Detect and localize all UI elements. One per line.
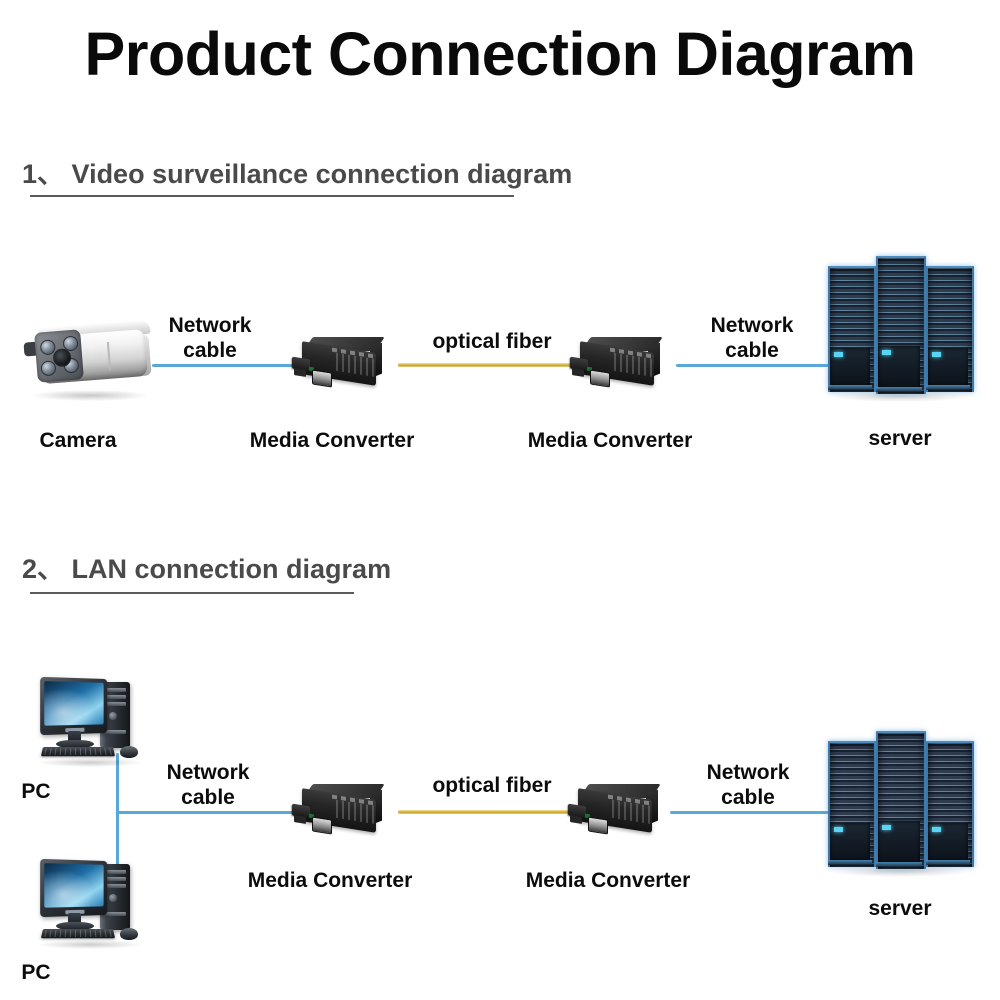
label-network-cable-right-row1: Network cable bbox=[672, 313, 832, 363]
sc-fiber-port-lower bbox=[572, 368, 584, 377]
label-line-2: cable bbox=[181, 786, 235, 809]
server-rack-icon-row2 bbox=[826, 727, 974, 877]
pc-monitor bbox=[40, 858, 108, 918]
pc-drive-bay bbox=[104, 870, 126, 874]
media-converter-icon-row1-right bbox=[570, 334, 670, 396]
server-rack-right-base bbox=[926, 385, 970, 390]
label-line-1: Network bbox=[706, 761, 790, 784]
rj45-port-icon bbox=[590, 369, 610, 388]
server-rack-left-base bbox=[828, 860, 872, 865]
pc-keyboard-icon bbox=[40, 929, 116, 939]
pc-shadow bbox=[38, 940, 142, 949]
pc-shadow bbox=[38, 758, 142, 767]
pc-keyboard-keys bbox=[44, 748, 112, 755]
pc-drive-bay bbox=[104, 688, 126, 692]
server-rack-right-led-icon bbox=[932, 827, 941, 832]
server-rack-middle-led-icon bbox=[882, 350, 891, 355]
link-network-cable-right-row2 bbox=[670, 811, 830, 814]
label-optical-fiber-row2: optical fiber bbox=[432, 774, 552, 797]
sc-fiber-port-lower bbox=[570, 815, 582, 824]
section-2-heading-text: LAN connection diagram bbox=[71, 554, 392, 584]
pc-drive-bay bbox=[104, 702, 126, 706]
pc-monitor-base bbox=[56, 740, 94, 748]
pc-screen bbox=[44, 863, 104, 908]
link-network-cable-left-row1 bbox=[152, 364, 300, 367]
server-rack-icon-row1 bbox=[826, 252, 974, 402]
label-line-1: Network bbox=[710, 314, 794, 337]
section-1-number: 1、 bbox=[22, 159, 65, 189]
section-2-number: 2、 bbox=[22, 554, 65, 584]
sc-fiber-port-lower bbox=[294, 815, 306, 824]
pc-screen bbox=[44, 681, 104, 726]
sc-fiber-port-lower bbox=[294, 368, 306, 377]
server-rack-left-led-icon bbox=[834, 352, 843, 357]
section-1-heading: 1、 Video surveillance connection diagram bbox=[22, 152, 572, 191]
label-line-2: cable bbox=[183, 339, 237, 362]
server-shadow bbox=[828, 390, 972, 402]
label-pc-bottom: PC bbox=[21, 961, 51, 984]
media-converter-icon-row1-left bbox=[292, 334, 392, 396]
server-shadow bbox=[828, 865, 972, 877]
server-rack-right-led-icon bbox=[932, 352, 941, 357]
server-rack-left-led-icon bbox=[834, 827, 843, 832]
server-rack-right-base bbox=[926, 860, 970, 865]
link-network-cable-right-row1 bbox=[676, 364, 832, 367]
camera-shadow bbox=[32, 390, 148, 401]
label-media-converter-row1-left: Media Converter bbox=[249, 429, 415, 452]
media-converter-icon-row2-right bbox=[568, 781, 668, 843]
pc-monitor bbox=[40, 676, 108, 736]
label-server-row2: server bbox=[868, 897, 932, 920]
section-2-heading: 2、 LAN connection diagram bbox=[22, 547, 391, 586]
section-1-underline bbox=[30, 195, 514, 197]
section-1-heading-text: Video surveillance connection diagram bbox=[71, 159, 573, 189]
cctv-bullet-camera-icon bbox=[12, 318, 160, 404]
pc-front-port bbox=[104, 730, 126, 734]
rj45-port-icon bbox=[312, 369, 332, 388]
pc-drive-bay bbox=[104, 695, 126, 699]
camera-front-face bbox=[34, 329, 84, 383]
server-rack-middle-led-icon bbox=[882, 825, 891, 830]
label-line-2: cable bbox=[725, 339, 779, 362]
pc-drive-bay bbox=[104, 884, 126, 888]
label-line-1: Network bbox=[168, 314, 252, 337]
link-network-cable-left-row2 bbox=[116, 811, 300, 814]
page-title: Product Connection Diagram bbox=[84, 20, 916, 88]
label-network-cable-left-row1: Network cable bbox=[130, 313, 290, 363]
label-server-row1: server bbox=[868, 427, 932, 450]
pc-mouse-icon bbox=[120, 746, 138, 758]
label-pc-top: PC bbox=[21, 780, 51, 803]
rj45-port-icon bbox=[588, 816, 608, 835]
server-rack-middle-base bbox=[876, 387, 922, 392]
link-network-cable-trunk-row2 bbox=[116, 753, 119, 868]
pc-power-button-icon bbox=[109, 894, 117, 902]
media-converter-icon-row2-left bbox=[292, 781, 392, 843]
label-network-cable-right-row2: Network cable bbox=[668, 760, 828, 810]
link-optical-fiber-row2 bbox=[398, 810, 574, 814]
pc-keyboard-icon bbox=[40, 747, 116, 757]
label-camera: Camera bbox=[39, 429, 117, 452]
label-media-converter-row2-right: Media Converter bbox=[525, 869, 691, 892]
link-optical-fiber-row1 bbox=[398, 363, 578, 367]
server-rack-left-base bbox=[828, 385, 872, 390]
server-rack-middle-base bbox=[876, 862, 922, 867]
label-line-1: Network bbox=[166, 761, 250, 784]
pc-keyboard-keys bbox=[44, 930, 112, 937]
rj45-port-icon bbox=[312, 816, 332, 835]
pc-front-port bbox=[104, 912, 126, 916]
pc-mouse-icon bbox=[120, 928, 138, 940]
pc-power-button-icon bbox=[109, 712, 117, 720]
label-media-converter-row2-left: Media Converter bbox=[247, 869, 413, 892]
desktop-computer-icon-bottom bbox=[34, 858, 158, 950]
label-media-converter-row1-right: Media Converter bbox=[527, 429, 693, 452]
section-2-underline bbox=[30, 592, 354, 594]
pc-drive-bay bbox=[104, 877, 126, 881]
pc-monitor-base bbox=[56, 922, 94, 930]
label-optical-fiber-row1: optical fiber bbox=[432, 330, 552, 353]
label-line-2: cable bbox=[721, 786, 775, 809]
desktop-computer-icon-top bbox=[34, 676, 158, 768]
label-network-cable-left-row2: Network cable bbox=[128, 760, 288, 810]
